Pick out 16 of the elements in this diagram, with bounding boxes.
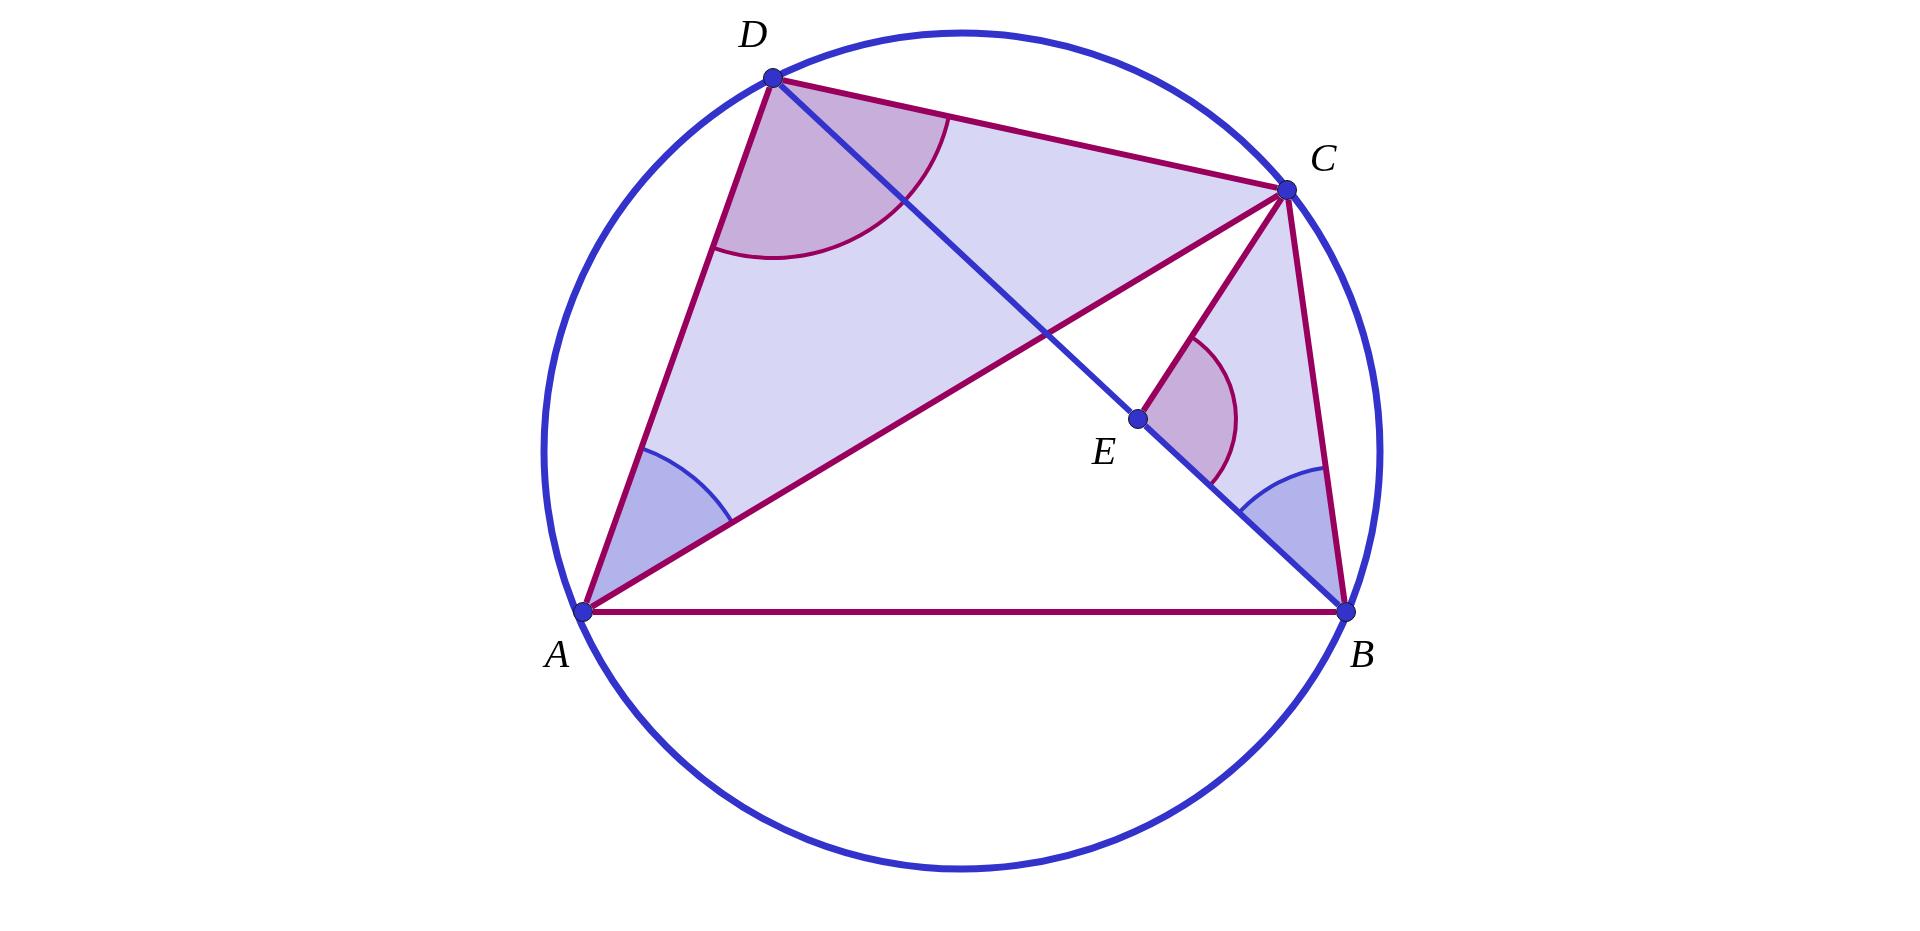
point-label: D xyxy=(738,14,768,54)
point-marker xyxy=(763,68,783,88)
point-label: B xyxy=(1349,634,1375,674)
line-segment xyxy=(1285,199,1348,603)
line-segment xyxy=(778,82,1133,415)
line-segment xyxy=(590,192,1280,610)
line-segment xyxy=(1140,196,1285,413)
line-segment xyxy=(583,86,773,604)
point-marker xyxy=(1336,602,1356,622)
point-label: A xyxy=(544,634,570,674)
line-segment xyxy=(1143,423,1341,608)
point-label: E xyxy=(1091,431,1117,471)
point-marker xyxy=(573,602,593,622)
line-segment xyxy=(593,609,1336,615)
point-label: C xyxy=(1309,138,1337,178)
line-segment xyxy=(782,77,1278,191)
